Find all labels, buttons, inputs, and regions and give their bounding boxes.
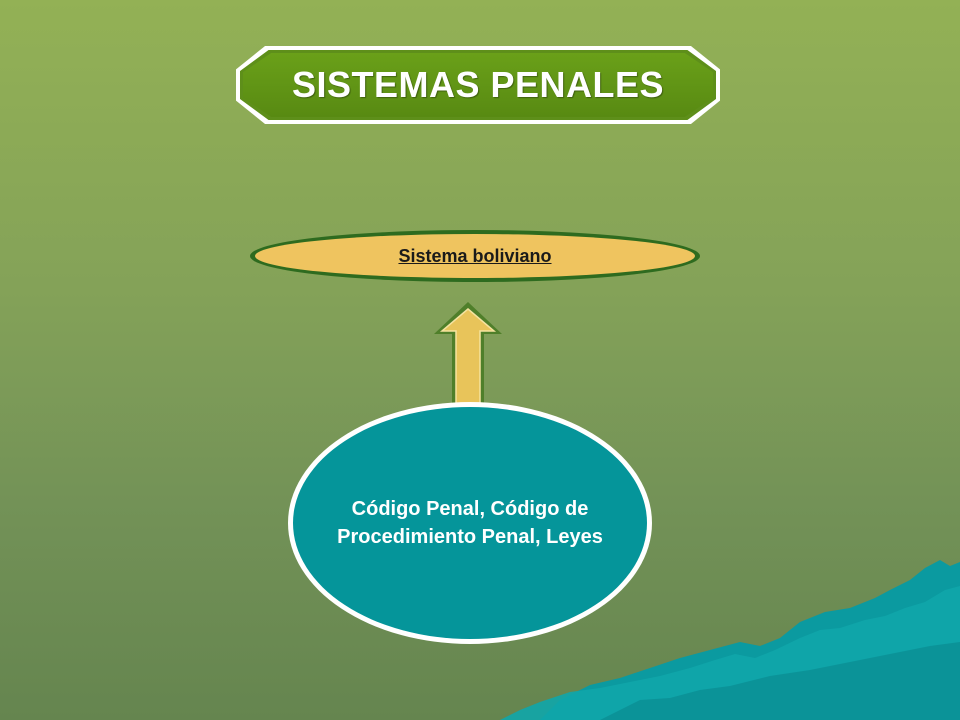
up-arrow-icon [434,302,502,406]
node-sistema-boliviano-fill: Sistema boliviano [255,234,695,278]
node-codigos-label: Código Penal, Código de Procedimiento Pe… [337,498,603,548]
node-codigos: Código Penal, Código de Procedimiento Pe… [288,402,652,644]
title-banner: SISTEMAS PENALES [236,46,720,124]
title-banner-fill: SISTEMAS PENALES [243,53,713,117]
mountain-shadow [600,642,960,720]
title-banner-border: SISTEMAS PENALES [240,50,716,120]
mountains-decoration [500,560,960,720]
node-sistema-boliviano-label: Sistema boliviano [398,245,552,266]
slide-title: SISTEMAS PENALES [291,64,665,105]
node-sistema-boliviano: Sistema boliviano [250,230,700,282]
node-codigos-fill: Código Penal, Código de Procedimiento Pe… [293,407,647,639]
